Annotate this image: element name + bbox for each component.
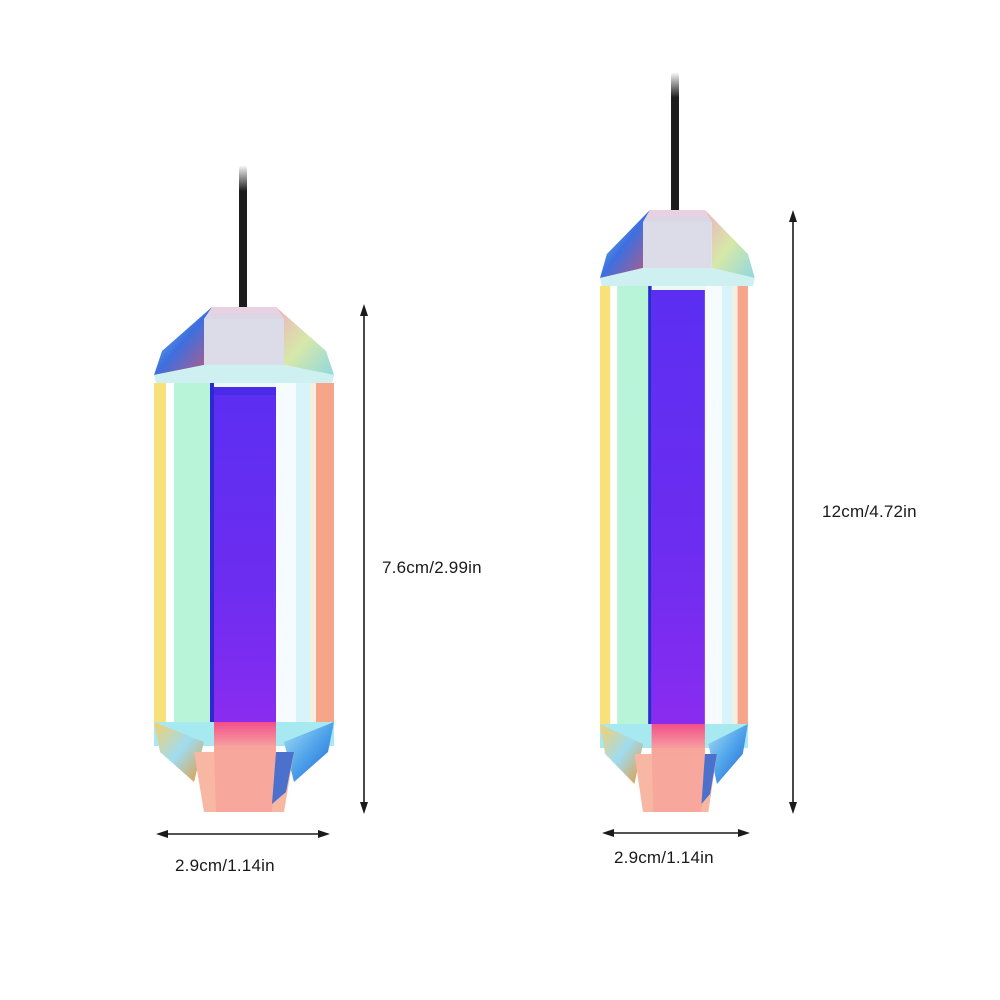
height-arrow-left bbox=[360, 304, 368, 814]
height-label-right: 12cm/4.72in bbox=[822, 502, 917, 521]
cord-left bbox=[239, 165, 247, 340]
width-label-right: 2.9cm/1.14in bbox=[614, 848, 714, 867]
width-arrow-right bbox=[602, 829, 750, 837]
height-arrow-right bbox=[789, 210, 797, 814]
width-arrow-left bbox=[156, 830, 330, 838]
small-crystal bbox=[154, 165, 334, 812]
height-label-left: 7.6cm/2.99in bbox=[382, 558, 482, 577]
large-crystal bbox=[600, 72, 755, 812]
cord-right bbox=[671, 72, 679, 242]
width-label-left: 2.9cm/1.14in bbox=[175, 856, 275, 875]
